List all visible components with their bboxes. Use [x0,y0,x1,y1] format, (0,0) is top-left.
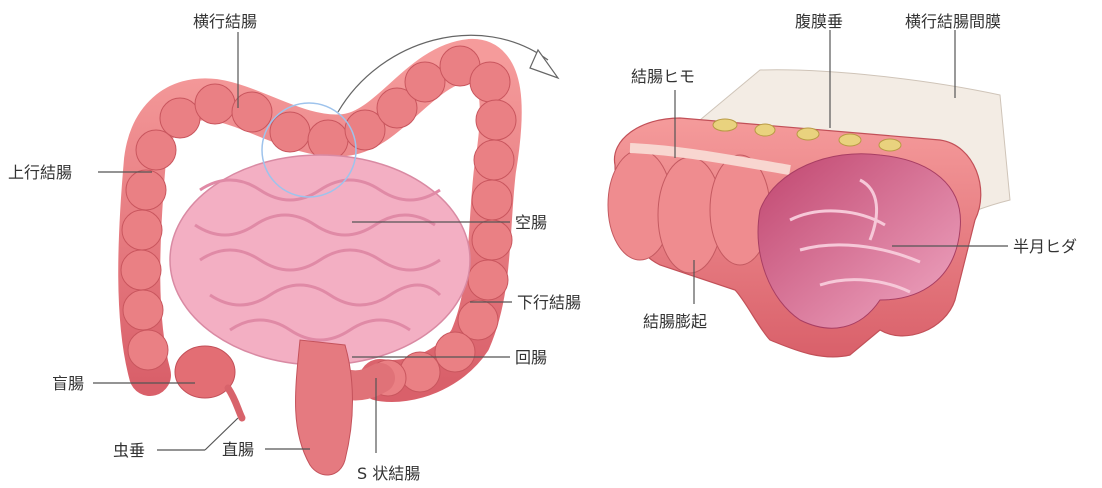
label-transverse-colon: 横行結腸 [193,12,257,31]
label-appendix: 虫垂 [113,441,145,460]
label-taenia-coli: 結腸ヒモ [631,67,695,86]
small-intestine [170,155,470,365]
rectum-shape [296,340,353,475]
appendix-shape [228,388,242,418]
label-cecum: 盲腸 [52,374,84,393]
haustra-bulges [608,150,770,273]
label-haustra: 結腸膨起 [643,312,707,331]
label-descending-colon: 下行結腸 [517,293,581,312]
label-ileum: 回腸 [515,348,547,367]
label-epiploic-appendices: 腹膜垂 [795,12,843,31]
label-ascending-colon: 上行結腸 [8,163,72,182]
label-semilunar-folds: 半月ヒダ [1013,237,1077,256]
label-rectum: 直腸 [222,440,254,459]
label-jejunum: 空腸 [515,213,547,232]
label-sigmoid-colon: S 状結腸 [357,464,420,483]
label-transverse-mesocolon: 横行結腸間膜 [905,12,1001,31]
large-intestine-illustration [121,35,558,475]
